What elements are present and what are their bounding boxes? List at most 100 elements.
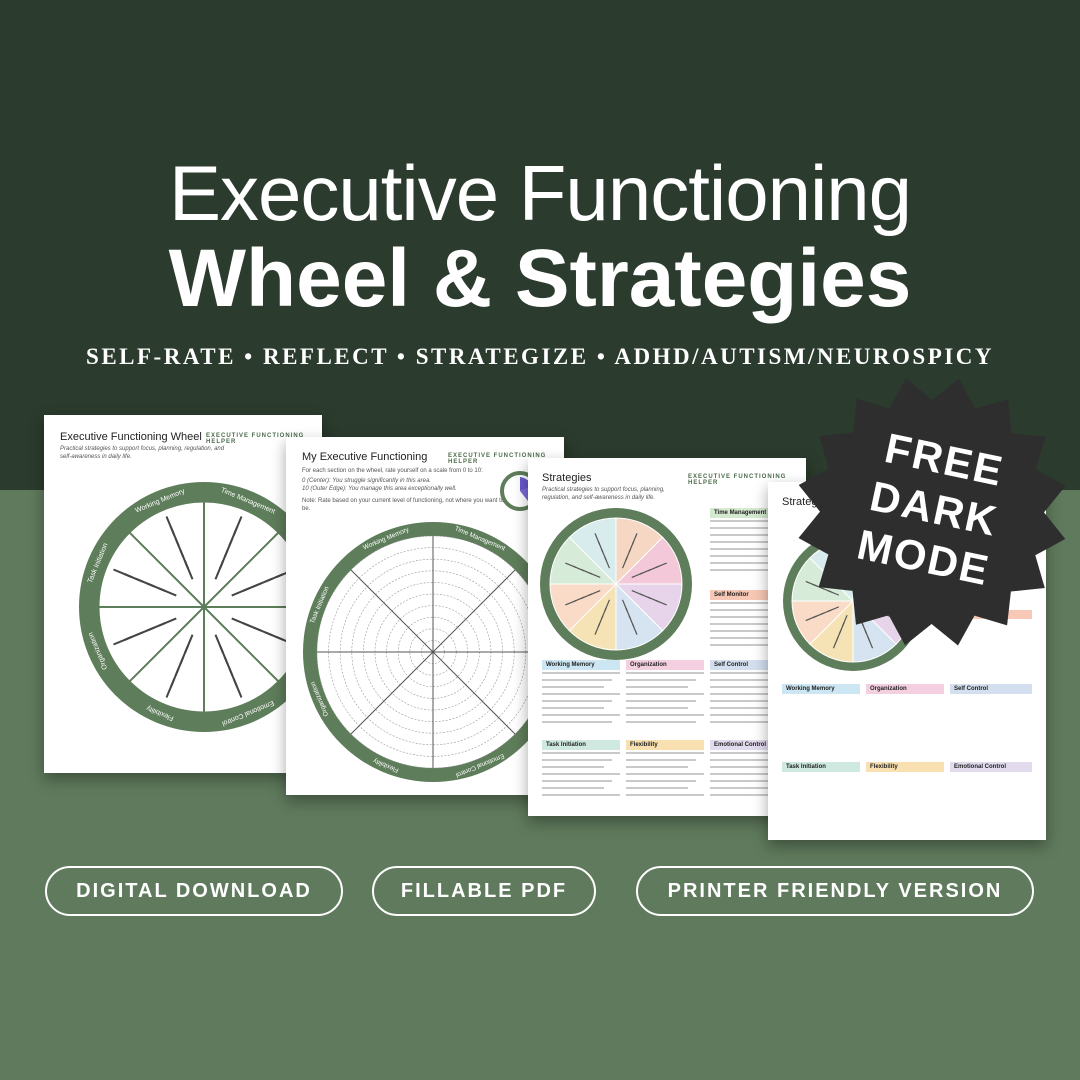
text-line	[710, 780, 792, 782]
page-wheel-brand: EXECUTIVE FUNCTIONING HELPER	[206, 433, 305, 445]
text-line	[626, 787, 688, 789]
text-line	[626, 780, 696, 782]
text-line	[626, 773, 704, 775]
text-line	[542, 686, 604, 688]
text-line	[542, 700, 612, 702]
text-line	[542, 773, 620, 775]
section-emotional-control: Emotional Control	[710, 740, 800, 750]
page-rating-instruction1: For each section on the wheel, rate your…	[302, 468, 483, 474]
rating-wheel-divider	[432, 651, 516, 735]
blank-section-self-control: Self Control	[950, 684, 1032, 694]
section-flexibility: Flexibility	[626, 740, 704, 750]
text-line	[542, 759, 612, 761]
text-line	[710, 637, 784, 639]
text-line	[626, 752, 704, 754]
fillable-pdf-button[interactable]: FILLABLE PDF	[372, 866, 596, 916]
blank-section-working-memory: Working Memory	[782, 684, 860, 694]
text-line	[626, 679, 696, 681]
color-wheel-segment	[568, 517, 617, 585]
text-line	[710, 752, 800, 754]
wheel-divider	[203, 606, 294, 697]
text-line	[542, 714, 620, 716]
section-self-monitor: Self Monitor	[710, 590, 800, 600]
page-strategies-title: Strategies	[542, 472, 592, 484]
page-rating: My Executive Functioning EXECUTIVE FUNCT…	[286, 437, 564, 795]
page-rating-instruction3: 10 (Outer Edge): You manage this area ex…	[302, 486, 457, 492]
text-line	[542, 679, 612, 681]
text-line	[710, 686, 784, 688]
page-rating-instruction2: 0 (Center): You struggle significantly i…	[302, 478, 431, 484]
text-line	[710, 534, 784, 536]
text-line	[710, 527, 792, 529]
blank-section-task-initiation: Task Initiation	[782, 762, 860, 772]
text-line	[626, 686, 688, 688]
page-strategies-brand: EXECUTIVE FUNCTIONING HELPER	[688, 474, 787, 486]
tagline: SELF-RATE • REFLECT • STRATEGIZE • ADHD/…	[86, 344, 994, 369]
printer-friendly-button[interactable]: PRINTER FRIENDLY VERSION	[636, 866, 1034, 916]
text-line	[710, 794, 800, 796]
text-line	[710, 569, 792, 571]
text-line	[542, 693, 620, 695]
text-line	[710, 707, 784, 709]
blank-section-organization: Organization	[866, 684, 944, 694]
text-line	[710, 555, 784, 557]
section-time-management: Time Management	[710, 508, 800, 518]
text-line	[710, 541, 800, 543]
wheel-divider	[114, 517, 205, 608]
text-line	[710, 562, 800, 564]
rating-wheel-divider	[432, 569, 516, 653]
text-line	[710, 721, 792, 723]
main-title-line1: Executive Functioning	[168, 149, 912, 237]
section-working-memory: Working Memory	[542, 660, 620, 670]
wheel-divider	[203, 517, 294, 608]
text-line	[626, 721, 696, 723]
text-line	[710, 787, 784, 789]
text-line	[542, 721, 612, 723]
text-line	[710, 630, 792, 632]
text-line	[626, 693, 704, 695]
page-rating-title: My Executive Functioning	[302, 451, 428, 463]
text-line	[710, 714, 800, 716]
page-rating-brand: EXECUTIVE FUNCTIONING HELPER	[448, 453, 547, 465]
text-line	[626, 707, 688, 709]
page-wheel-title: Executive Functioning Wheel	[60, 431, 202, 443]
text-line	[542, 707, 604, 709]
text-line	[626, 714, 704, 716]
text-line	[626, 672, 704, 674]
free-dark-mode-badge: FREE DARK MODE	[792, 372, 1072, 652]
section-task-initiation: Task Initiation	[542, 740, 620, 750]
rating-wheel-divider	[350, 651, 434, 735]
color-wheel	[540, 508, 692, 660]
text-line	[710, 548, 792, 550]
badge-starburst	[798, 378, 1066, 646]
digital-download-button[interactable]: DIGITAL DOWNLOAD	[45, 866, 343, 916]
text-line	[710, 602, 800, 604]
main-title-line2: Wheel & Strategies	[168, 233, 912, 324]
text-line	[542, 780, 612, 782]
page-wheel-subtitle: Practical strategies to support focus, p…	[60, 446, 225, 460]
page-strategies: Strategies EXECUTIVE FUNCTIONING HELPER …	[528, 458, 806, 816]
text-line	[626, 766, 688, 768]
page-rating-note: Note: Rate based on your current level o…	[302, 498, 505, 512]
text-line	[710, 644, 800, 646]
text-line	[710, 700, 792, 702]
blank-section-emotional-control: Emotional Control	[950, 762, 1032, 772]
wheel-divider	[114, 606, 205, 697]
text-line	[542, 752, 620, 754]
text-line	[542, 672, 620, 674]
text-line	[626, 759, 696, 761]
text-line	[542, 794, 620, 796]
text-line	[710, 672, 800, 674]
text-line	[710, 766, 784, 768]
text-line	[710, 609, 792, 611]
text-line	[626, 700, 696, 702]
text-line	[710, 773, 800, 775]
text-line	[710, 693, 800, 695]
text-line	[710, 616, 784, 618]
rating-wheel-divider	[350, 569, 434, 653]
text-line	[626, 794, 704, 796]
text-line	[710, 623, 800, 625]
text-line	[710, 679, 792, 681]
